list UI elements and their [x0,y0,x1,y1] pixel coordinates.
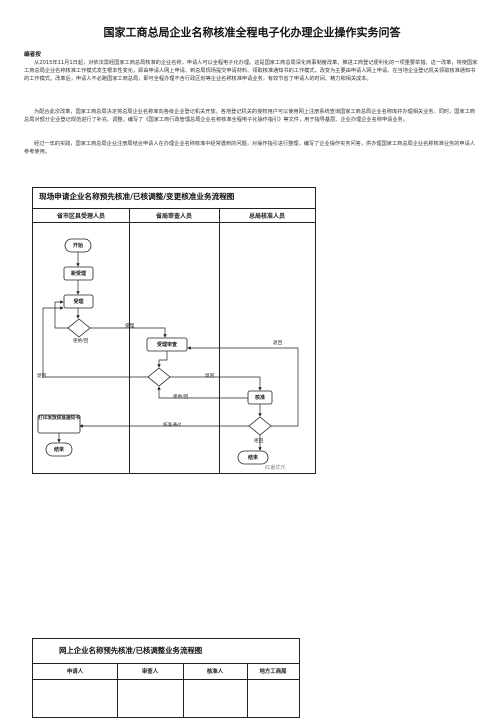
header-divider [33,663,299,664]
flowchart-onsite: 现场申请企业名称预先核准/已核调整/变更核准业务流程图 省市区县受理人员 省局审… [32,187,316,474]
new-apply-label: 新受理 [70,271,86,277]
decision-approve [248,416,272,436]
end-node-left [45,442,73,457]
review-label: 受理审查 [156,342,177,348]
edge-label-reject-3: 拒回 [254,439,264,444]
edge-label-reject-1: 拒绝/回 [73,339,89,344]
edge-label-accepted: 受理 [125,324,135,329]
flowchart-online: 网上企业名称预先核准/已核调整业务流程图 申请人 审查人 核准人 地方工商局 [32,638,300,718]
paragraph-1: 从2015年11月1日起，对依法需经国家工商总局核准的企业名称，申请人可以全程电… [24,60,478,83]
end-label-right: 结束 [247,455,258,461]
flowchart-onsite-diagram [37,238,299,465]
watermark: 红番优乐 [265,465,286,471]
edge-label-return-1: 退回 [37,374,47,379]
start-label: 开始 [72,243,83,249]
print-label: 打印发放核准通知书 [38,416,80,421]
header-divider [33,208,315,209]
lane-header-divider [33,222,315,223]
paragraph-3: 经过一年的实践，国家工商总局企业注册局结合申请人在办理企业名称核准中经常遇到的问… [24,141,475,156]
flowchart-online-title: 网上企业名称预先核准/已核调整业务流程图 [59,646,203,655]
accept-label: 受理 [73,299,84,305]
edge-label-approved: 核准通过 [163,423,182,428]
edge-label-return-2: 退回 [205,374,215,379]
lane-header-approver: 核准人 [206,669,224,675]
lane-header-province: 省局审查人员 [155,213,192,220]
end-label-left: 结束 [53,447,64,453]
decision-review [147,367,171,387]
lane-header-local: 省市区县受理人员 [56,213,105,220]
lane-divider [247,663,248,717]
edge-label-return-3: 退回 [273,341,283,346]
lane-header-reviewer: 审查人 [141,669,159,675]
lane-header-headquarters: 总局核准人员 [248,213,285,220]
lane-divider [183,663,184,717]
accept-node [63,294,94,309]
new-apply-node [63,266,94,281]
lane-header-applicant: 申请人 [66,669,84,675]
lane-header-divider [33,679,299,680]
lane-header-local-bureau: 地方工商局 [259,669,287,675]
end-node-right [237,450,269,465]
paragraph-2: 为配合此次改革，国家工商总局决定将总局企业名称库向各级企业登记机关开放。各地登记… [24,109,475,124]
lane-divider [117,663,118,717]
editor-note-label: 编者按 [24,52,41,58]
lane-divider [129,209,130,473]
decision-accept [67,318,91,338]
document-title: 国家工商总局企业名称核准全程电子化办理企业操作实务问答 [103,26,401,39]
lane-divider [219,209,220,473]
edge-label-reject-2: 拒绝/回 [173,395,189,400]
flowchart-onsite-title: 现场申请企业名称预先核准/已核调整/变更核准业务流程图 [39,192,235,201]
approve-label: 核准 [254,395,265,401]
